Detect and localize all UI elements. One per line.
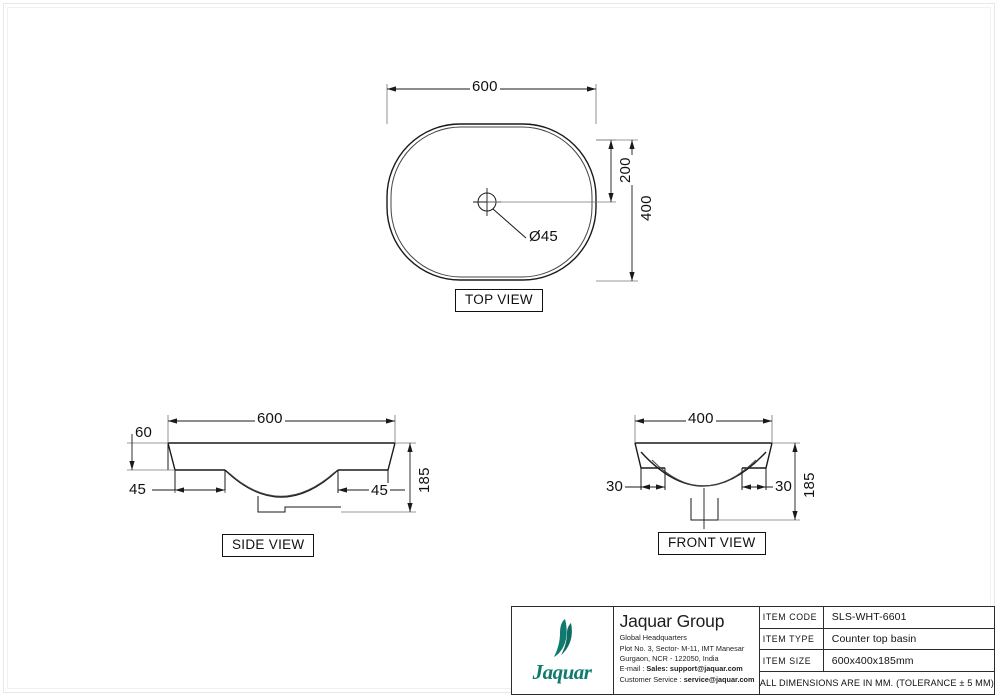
top-view-geometry	[386, 84, 638, 282]
brand-logo: Jaquar	[512, 607, 614, 694]
arrow-side600-right	[386, 418, 395, 424]
front-drain-block	[690, 498, 719, 521]
arrow-side60-bottom	[129, 461, 135, 470]
basin-inner-outline	[390, 126, 593, 278]
hole-leader-line	[492, 208, 527, 239]
company-address-line-2: Plot No. 3, Sector- M-11, IMT Manesar	[619, 643, 745, 653]
arrow-front185-top	[792, 443, 798, 452]
spec-key-item-type: ITEM TYPE	[760, 628, 824, 650]
service-email-address: service@jaquar.com	[683, 674, 755, 684]
dim-text-front-width: 400	[686, 410, 716, 427]
svg-text:Jaquar: Jaquar	[532, 660, 593, 684]
dim-text-side-width: 600	[255, 410, 285, 427]
arrow-side185-bottom	[407, 503, 413, 512]
arrow-front30r-b	[757, 484, 766, 490]
dim-text-side-left-foot: 45	[127, 481, 149, 498]
arrow-side185-top	[407, 443, 413, 452]
dim-text-top-hole-offset: 200	[617, 155, 634, 185]
jaquar-wordmark: Jaquar	[532, 660, 594, 684]
jaquar-swoosh-icon	[554, 619, 573, 657]
arrow-side45l-b	[216, 487, 225, 493]
arrow-side45l-a	[175, 487, 184, 493]
dim-text-front-right-foot: 30	[773, 478, 795, 495]
dim-text-top-width: 600	[470, 78, 500, 95]
company-address-line-1: Global Headquarters	[619, 633, 687, 643]
arrow-front400-right	[763, 418, 772, 424]
arrow-600-top-left	[387, 86, 396, 92]
front-left-rim-edge	[634, 442, 665, 469]
arrow-front30r-a	[742, 484, 751, 490]
front-bowl-inner-curve	[651, 459, 757, 487]
view-label-front: FRONT VIEW	[658, 532, 766, 555]
arrow-front30l-a	[641, 484, 650, 490]
title-block: Jaquar Jaquar Group Global Headquarters …	[511, 606, 995, 695]
dim-text-front-left-foot: 30	[604, 478, 626, 495]
company-info: Jaquar Group Global Headquarters Plot No…	[614, 607, 760, 694]
side-right-rim-edge	[338, 442, 396, 471]
arrow-200-bottom	[608, 193, 614, 202]
company-address-line-3: Gurgaon, NCR - 122050, India	[619, 654, 719, 664]
service-label: Customer Service :	[619, 674, 684, 684]
spec-row-item-type: ITEM TYPE Counter top basin	[759, 628, 994, 651]
spec-key-item-size: ITEM SIZE	[760, 650, 824, 672]
arrow-600-top-right	[587, 86, 596, 92]
dim-text-top-depth: 400	[638, 193, 655, 223]
basin-outer-outline	[386, 123, 597, 281]
spec-key-item-code: ITEM CODE	[760, 607, 824, 628]
email-sales-label: Sales:	[646, 664, 668, 674]
side-left-rim-edge	[167, 442, 225, 471]
spec-row-item-size: ITEM SIZE 600x400x185mm	[759, 650, 994, 673]
email-sales-address: support@jaquar.com	[667, 664, 743, 674]
arrow-front400-left	[635, 418, 644, 424]
spec-row-item-code: ITEM CODE SLS-WHT-6601	[759, 607, 994, 629]
email-label: E-mail :	[619, 664, 647, 674]
front-bowl-outer-curve	[640, 451, 767, 487]
arrow-front30l-b	[656, 484, 665, 490]
view-label-top: TOP VIEW	[455, 289, 543, 312]
side-bowl-inner-curve	[228, 471, 336, 497]
tolerance-note: ALL DIMENSIONS ARE IN MM. (TOLERANCE ± 5…	[759, 678, 994, 689]
company-service-line: Customer Service : service@jaquar.com	[620, 675, 755, 685]
arrow-200-top	[608, 140, 614, 149]
arrow-side600-left	[168, 418, 177, 424]
arrow-side45r-a	[338, 487, 347, 493]
arrow-400-bottom	[629, 272, 635, 281]
spec-value-item-size: 600x400x185mm	[831, 654, 914, 667]
arrow-400-top	[629, 140, 635, 149]
dim-text-side-right-foot: 45	[369, 482, 391, 499]
spec-table: ITEM CODE SLS-WHT-6601 ITEM TYPE Counter…	[759, 607, 994, 694]
dim-text-side-rim-height: 60	[133, 424, 155, 441]
company-email-line: E-mail : Sales: support@jaquar.com	[620, 664, 755, 674]
dim-text-front-height: 185	[801, 470, 818, 500]
front-right-rim-edge	[742, 442, 773, 469]
spec-value-item-type: Counter top basin	[831, 633, 917, 645]
view-label-side: SIDE VIEW	[222, 534, 315, 557]
side-drain-base	[257, 496, 341, 513]
front-view-geometry	[618, 415, 800, 529]
spec-value-item-code: SLS-WHT-6601	[831, 611, 907, 624]
company-name: Jaquar Group	[619, 611, 725, 631]
dim-text-hole-diameter: Ø45	[527, 228, 560, 245]
arrow-front185-bottom	[792, 511, 798, 520]
dim-text-side-height: 185	[416, 465, 433, 495]
